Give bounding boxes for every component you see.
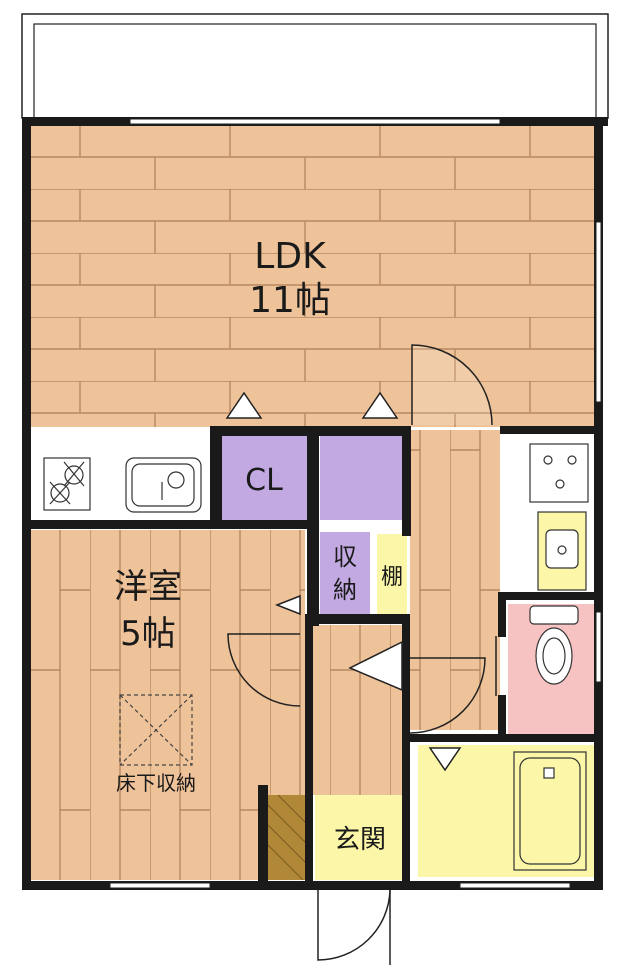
underfloor-storage xyxy=(119,694,193,766)
shelf-label: 棚 xyxy=(381,565,403,590)
sliding-door-markers xyxy=(225,391,462,772)
underfloor-label: 床下収納 xyxy=(116,771,196,795)
ldk-floor xyxy=(30,125,595,427)
stove-icon xyxy=(43,457,91,511)
western-room-size-label: 5帖 xyxy=(120,614,176,654)
washer-pan-icon xyxy=(529,443,589,503)
shelf xyxy=(377,534,407,614)
western-room-name-label: 洋室 xyxy=(114,567,182,607)
closet[interactable] xyxy=(222,436,307,520)
entrance[interactable] xyxy=(315,795,405,880)
windows xyxy=(109,118,602,889)
storage-label-top: 収 xyxy=(333,543,357,571)
ldk-name-label: LDK xyxy=(254,236,327,277)
storage-label-bottom: 納 xyxy=(333,576,357,604)
balcony xyxy=(21,13,609,119)
ldk-size-label: 11帖 xyxy=(249,280,331,321)
shoe-cabinet-hatch xyxy=(267,794,309,881)
closet-2[interactable] xyxy=(320,436,402,520)
closet-label: CL xyxy=(245,463,283,498)
bathtub-icon xyxy=(513,751,587,871)
wash-basin-icon xyxy=(537,511,587,591)
shoe-cabinet xyxy=(268,795,308,880)
kitchen-sink-icon xyxy=(125,457,202,513)
doors[interactable] xyxy=(227,344,497,965)
entrance-label: 玄関 xyxy=(334,825,386,855)
storage[interactable] xyxy=(320,532,370,614)
corridor-floor xyxy=(410,430,500,730)
toilet-icon xyxy=(529,605,579,685)
